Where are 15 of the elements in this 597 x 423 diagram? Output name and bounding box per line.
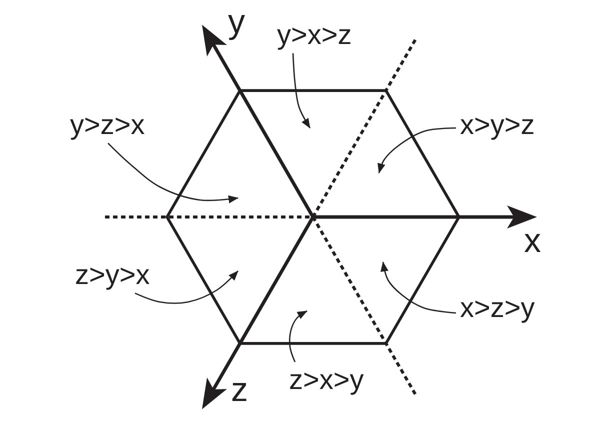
axis-label: z <box>231 378 248 403</box>
region-label: x>y>z <box>456 107 539 144</box>
leader-arrow <box>289 310 308 362</box>
region-label: z>y>x <box>71 257 154 294</box>
leader-arrow <box>380 262 456 314</box>
leader-arrow <box>108 142 238 204</box>
region-label: y>x>z <box>273 17 356 54</box>
leader-arrow <box>292 53 311 128</box>
leader-arrow <box>378 127 456 174</box>
region-label: y>z>x <box>66 107 149 144</box>
region-label: z>x>y <box>285 362 368 398</box>
axis-label: y <box>228 4 245 41</box>
leader-arrow <box>134 270 238 304</box>
region-label: x>z>y <box>456 290 539 326</box>
axis-label: x <box>524 228 541 254</box>
